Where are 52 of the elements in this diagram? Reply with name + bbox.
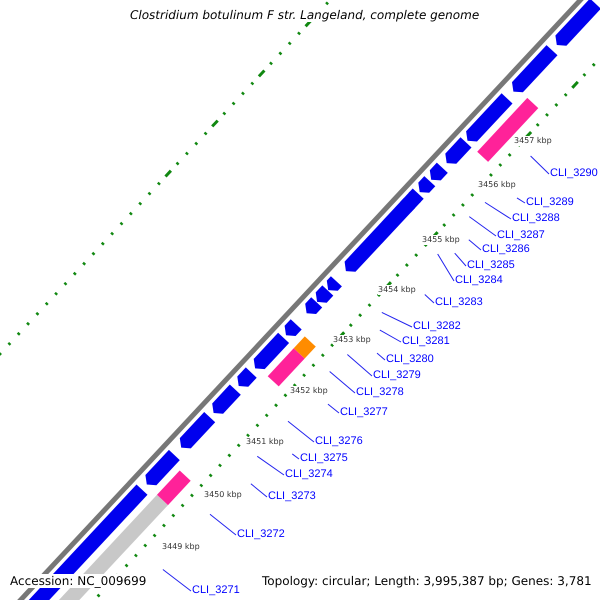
gene-label: CLI_3278 [356,386,404,399]
scale-label: 3457 kbp [514,136,552,146]
gene-label: CLI_3281 [402,335,450,348]
leader-line [424,294,434,304]
leader-line [209,514,236,536]
title: Clostridium botulinum F str. Langeland, complete genome [130,8,480,22]
gene-label: CLI_3275 [300,452,348,465]
scale-label: 3450 kbp [204,490,242,500]
leader-line [256,456,284,476]
gene-label: CLI_3276 [315,435,363,448]
leader-line [292,453,300,460]
gene-label: CLI_3271 [192,584,240,597]
leader-line [287,420,314,442]
gene-label: CLI_3272 [237,528,285,541]
leader-line [468,216,496,236]
topology-text: Topology: circular; Length: 3,995,387 bp; Genes: 3,781 [262,574,592,588]
gene-label: CLI_3273 [268,490,316,503]
leader-line [484,202,512,220]
gene-label: CLI_3286 [482,243,530,256]
gene-label: CLI_3282 [413,320,461,333]
scale-label: 3455 kbp [422,235,460,245]
leader-line [376,352,386,360]
gene-label: CLI_3283 [435,296,483,309]
gene-label: CLI_3279 [373,369,421,382]
leader-line [327,404,340,414]
leader-line [381,312,412,328]
scale-label: 3453 kbp [333,335,371,345]
leader-line [250,483,268,498]
gene-label: CLI_3284 [455,274,503,287]
scale-label: 3449 kbp [162,542,200,552]
scale-label: 3452 kbp [290,386,328,396]
leader-line [346,354,372,376]
gene-label: CLI_3280 [386,353,434,366]
gene-label: CLI_3277 [340,406,388,419]
gene-label: CLI_3289 [526,196,574,209]
scale-label: 3454 kbp [378,285,416,295]
leader-line [162,569,192,592]
gene-label: CLI_3287 [497,229,545,242]
scale-label: 3456 kbp [478,180,516,190]
gene-label: CLI_3285 [467,259,515,272]
leader-line [530,155,550,174]
leader-line [329,371,356,394]
gene-label: CLI_3288 [512,212,560,225]
gene-label: CLI_3290 [550,167,598,180]
scale-label: 3451 kbp [246,437,284,447]
leader-line [379,330,402,342]
leader-line [516,197,526,204]
leader-line [437,253,454,282]
accession-text: Accession: NC_009699 [10,574,146,588]
leader-line [454,252,466,266]
leader-line [468,239,482,250]
gene-label: CLI_3274 [285,468,333,481]
